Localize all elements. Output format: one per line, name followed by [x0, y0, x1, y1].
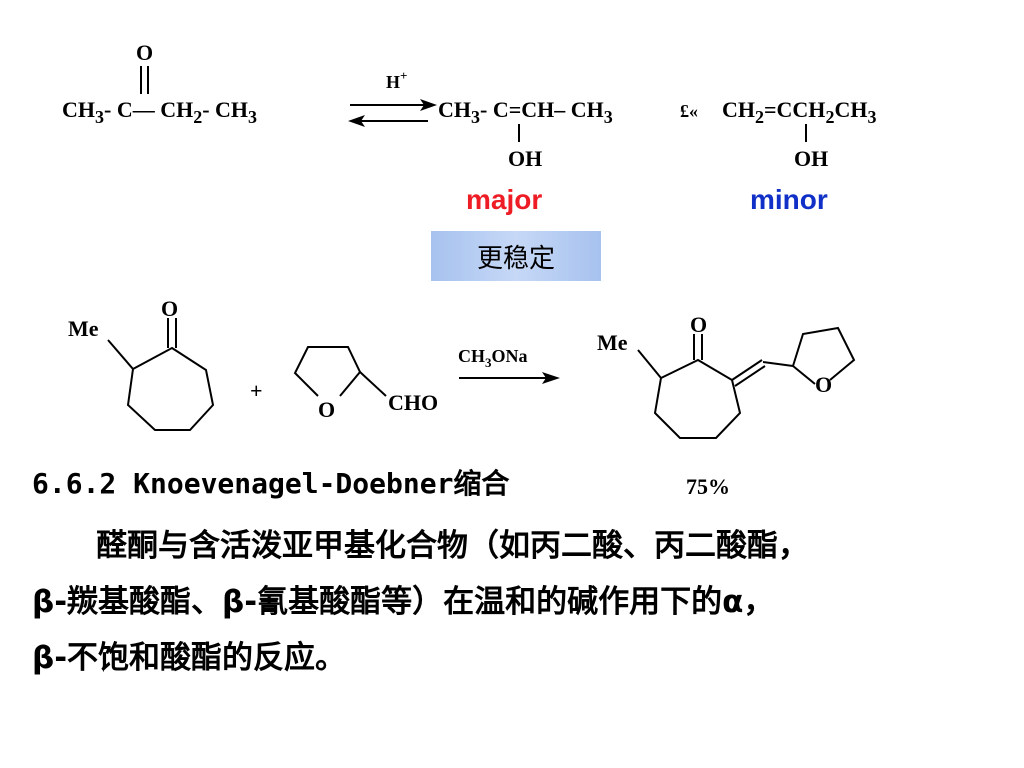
reactant-methyl: Me: [68, 316, 99, 341]
product-ring-oxygen: O: [815, 372, 832, 397]
body-line-3: β-不饱和酸酯的反应。: [32, 640, 347, 676]
butanone-structure: O CH3- C— CH2- CH3: [62, 40, 257, 127]
body-line-2: β-羰基酸酯、β-氰基酸酯等）在温和的碱作用下的α，: [32, 584, 775, 620]
reagent-label: CH3ONa: [458, 346, 528, 370]
product-carbonyl-o: O: [690, 312, 707, 337]
catalyst-label: H+: [386, 68, 407, 92]
more-stable-label: 更稳定: [476, 243, 555, 274]
yield-label: 75%: [686, 474, 730, 499]
major-enol-structure: CH3- C=CH– CH3 OH: [438, 97, 613, 171]
section-heading: 6.6.2 Knoevenagel-Doebner缩合: [32, 467, 510, 500]
major-enol-formula: CH3- C=CH– CH3: [438, 97, 613, 127]
reactant-carbonyl-o: O: [161, 296, 178, 321]
methylcycloheptanone-structure: [107, 318, 215, 431]
thf-aldehyde-structure: [293, 346, 387, 397]
reaction-scheme: O CH3- C— CH2- CH3 H+ CH3- C=CH– CH3 OH …: [62, 40, 876, 439]
product-structure: [637, 326, 856, 439]
equilibrium-arrows: H+: [348, 68, 437, 127]
major-enol-oh: OH: [508, 146, 542, 171]
plus-sign: +: [250, 378, 263, 403]
ketone-formula: CH3- C— CH2- CH3: [62, 97, 257, 127]
minor-enol-oh: OH: [794, 146, 828, 171]
thf-ring-oxygen: O: [318, 397, 335, 422]
ketone-oxygen: O: [136, 40, 153, 65]
major-label: major: [466, 184, 543, 215]
product-methyl: Me: [597, 330, 628, 355]
separator-text: £«: [680, 101, 698, 121]
minor-enol-formula: CH2=CCH2CH3: [722, 97, 876, 127]
body-line-1: 醛酮与含活泼亚甲基化合物（如丙二酸、丙二酸酯，: [96, 528, 809, 564]
aldehyde-group: CHO: [388, 390, 438, 415]
minor-enol-structure: CH2=CCH2CH3 OH: [722, 97, 876, 171]
minor-label: minor: [750, 184, 828, 215]
reaction-arrow: CH3ONa: [458, 346, 560, 384]
more-stable-box: 更稳定: [431, 231, 601, 281]
